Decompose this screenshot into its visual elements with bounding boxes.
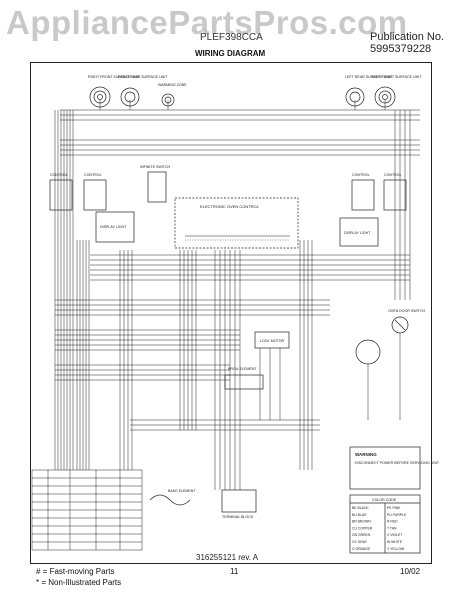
publication-number: 5995379228 — [370, 43, 432, 55]
non-illustrated-note: * = Non-Illustrated Parts — [36, 578, 122, 587]
svg-text:BROIL ELEMENT: BROIL ELEMENT — [228, 367, 257, 371]
lock-motor: LOCK MOTOR — [254, 331, 290, 349]
electronic-oven-control: ELECTRONIC OVEN CONTROL — [174, 197, 299, 249]
part-table — [31, 469, 143, 551]
color-code-row: Y YELLOW — [387, 547, 405, 551]
svg-text:LOCK MOTOR: LOCK MOTOR — [260, 339, 284, 343]
svg-text:WARNING: WARNING — [355, 452, 377, 457]
left-rear-surface-unit: LEFT REAR SURFACE UNIT — [345, 75, 393, 107]
svg-text:CONTROL: CONTROL — [50, 173, 68, 177]
svg-text:DISPLAY LIGHT: DISPLAY LIGHT — [100, 225, 127, 229]
left-front-label: LEFT FRONT SURFACE UNIT — [372, 75, 422, 79]
display-light-left: DISPLAY LIGHT — [95, 211, 135, 243]
fast-moving-note: # = Fast-moving Parts — [36, 567, 115, 576]
svg-text:INFINITE SWITCH: INFINITE SWITCH — [140, 165, 171, 169]
left-front-surface-unit: LEFT FRONT SURFACE UNIT — [372, 75, 422, 108]
color-code-row: CU COPPER — [352, 526, 373, 530]
svg-text:TERMINAL BLOCK: TERMINAL BLOCK — [222, 515, 254, 519]
wiring-harness — [54, 100, 420, 490]
display-light-right: DISPLAY LIGHT — [339, 217, 379, 247]
warming-zone-label: WARMING ZONE — [158, 83, 187, 87]
color-code-row: BK BLACK — [352, 506, 369, 510]
broil-element: BROIL ELEMENT — [224, 367, 264, 390]
color-code-row: W WHITE — [387, 540, 403, 544]
lock-coil — [355, 339, 381, 365]
page-title: WIRING DIAGRAM — [195, 49, 266, 58]
color-code-row: T TAN — [387, 526, 397, 530]
color-code-row: PK PINK — [387, 506, 401, 510]
oven-door-switch: OVEN DOOR SWITCH — [388, 309, 426, 334]
diagram-frame — [30, 62, 432, 564]
svg-text:DISPLAY LIGHT: DISPLAY LIGHT — [344, 231, 371, 235]
warming-zone: WARMING ZONE — [158, 83, 187, 107]
svg-text:ELECTRONIC OVEN CONTROL: ELECTRONIC OVEN CONTROL — [200, 204, 260, 209]
infinite-switch: INFINITE SWITCH — [140, 165, 171, 203]
svg-text:DISCONNECT POWER BEFORE SERVIC: DISCONNECT POWER BEFORE SERVICING UNIT — [355, 461, 440, 465]
svg-text:COLOR CODE: COLOR CODE — [372, 498, 397, 502]
publication-block: Publication No. 5995379228 — [370, 31, 444, 55]
model-number: PLEF398CCA — [200, 32, 263, 43]
svg-text:BAKE ELEMENT: BAKE ELEMENT — [168, 489, 196, 493]
publication-label: Publication No. — [370, 31, 444, 43]
color-code-row: BR BROWN — [352, 520, 371, 524]
control-left-2: CONTROL — [83, 173, 107, 211]
svg-text:CONTROL: CONTROL — [84, 173, 102, 177]
diagram-number: 316255121 rev. A — [196, 553, 259, 562]
color-code-row: O ORANGE — [352, 547, 371, 551]
page-number: 11 — [230, 567, 239, 576]
warning-box: WARNING DISCONNECT POWER BEFORE SERVICIN… — [349, 446, 440, 490]
color-code-row: PU PURPLE — [387, 513, 407, 517]
svg-text:CONTROL: CONTROL — [384, 173, 402, 177]
bake-element: BAKE ELEMENT — [149, 489, 196, 506]
color-code-row: V VIOLET — [387, 533, 402, 537]
control-right-1: CONTROL — [351, 173, 375, 211]
right-rear-surface-unit: RIGHT REAR SURFACE UNIT — [118, 75, 168, 107]
right-rear-label: RIGHT REAR SURFACE UNIT — [118, 75, 168, 79]
color-code-table: COLOR CODE — [349, 494, 421, 554]
right-front-surface-unit: RIGHT FRONT SURFACE UNIT — [88, 75, 141, 108]
terminal-block: TERMINAL BLOCK — [221, 489, 257, 519]
right-front-label: RIGHT FRONT SURFACE UNIT — [88, 75, 141, 79]
color-code-row: GY GRAY — [352, 540, 368, 544]
color-code-row: BU BLUE — [352, 513, 367, 517]
svg-text:CONTROL: CONTROL — [352, 173, 370, 177]
watermark: AppliancePartsPros.com — [6, 4, 408, 41]
svg-text:OVEN DOOR SWITCH: OVEN DOOR SWITCH — [388, 309, 426, 313]
color-code-row: R RED — [387, 520, 398, 524]
date: 10/02 — [400, 567, 421, 576]
left-rear-label: LEFT REAR SURFACE UNIT — [345, 75, 393, 79]
color-code-row: GN GREEN — [352, 533, 371, 537]
